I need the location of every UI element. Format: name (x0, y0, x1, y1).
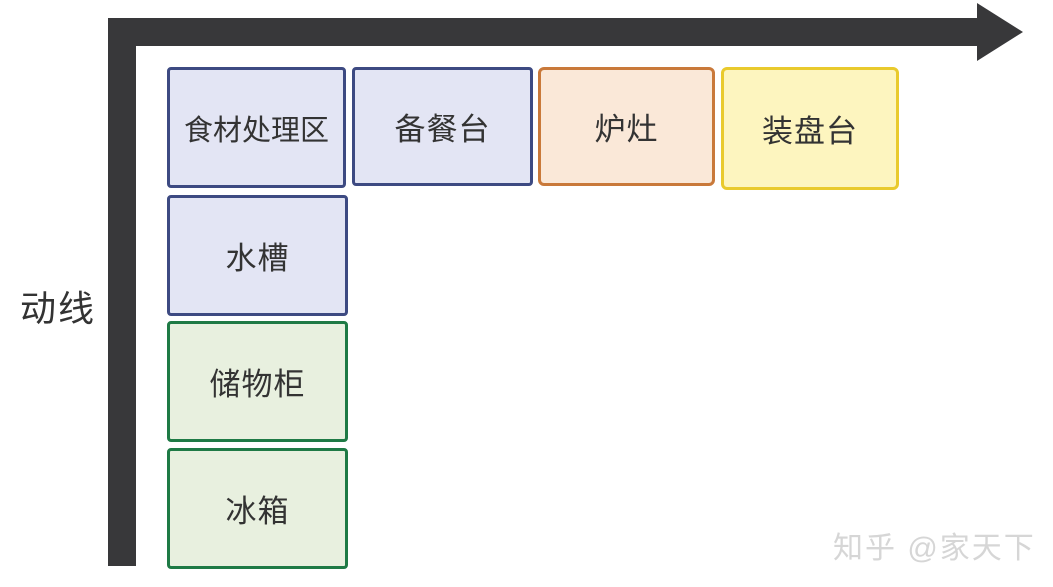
box-plating-counter: 装盘台 (721, 67, 899, 190)
box-storage-cabinet: 储物柜 (167, 321, 348, 442)
box-food-prep-area: 食材处理区 (167, 67, 346, 188)
box-stove: 炉灶 (538, 67, 715, 186)
flow-line-label: 动线 (20, 288, 97, 329)
flow-arrow-head-icon (977, 3, 1023, 61)
flow-arrow-vertical-segment (108, 18, 136, 566)
box-serving-counter: 备餐台 (352, 67, 533, 186)
box-sink: 水槽 (167, 195, 348, 316)
flow-arrow-horizontal-segment (108, 18, 980, 46)
box-refrigerator: 冰箱 (167, 448, 348, 569)
zhihu-watermark: 知乎 @家天下 (833, 532, 1036, 565)
